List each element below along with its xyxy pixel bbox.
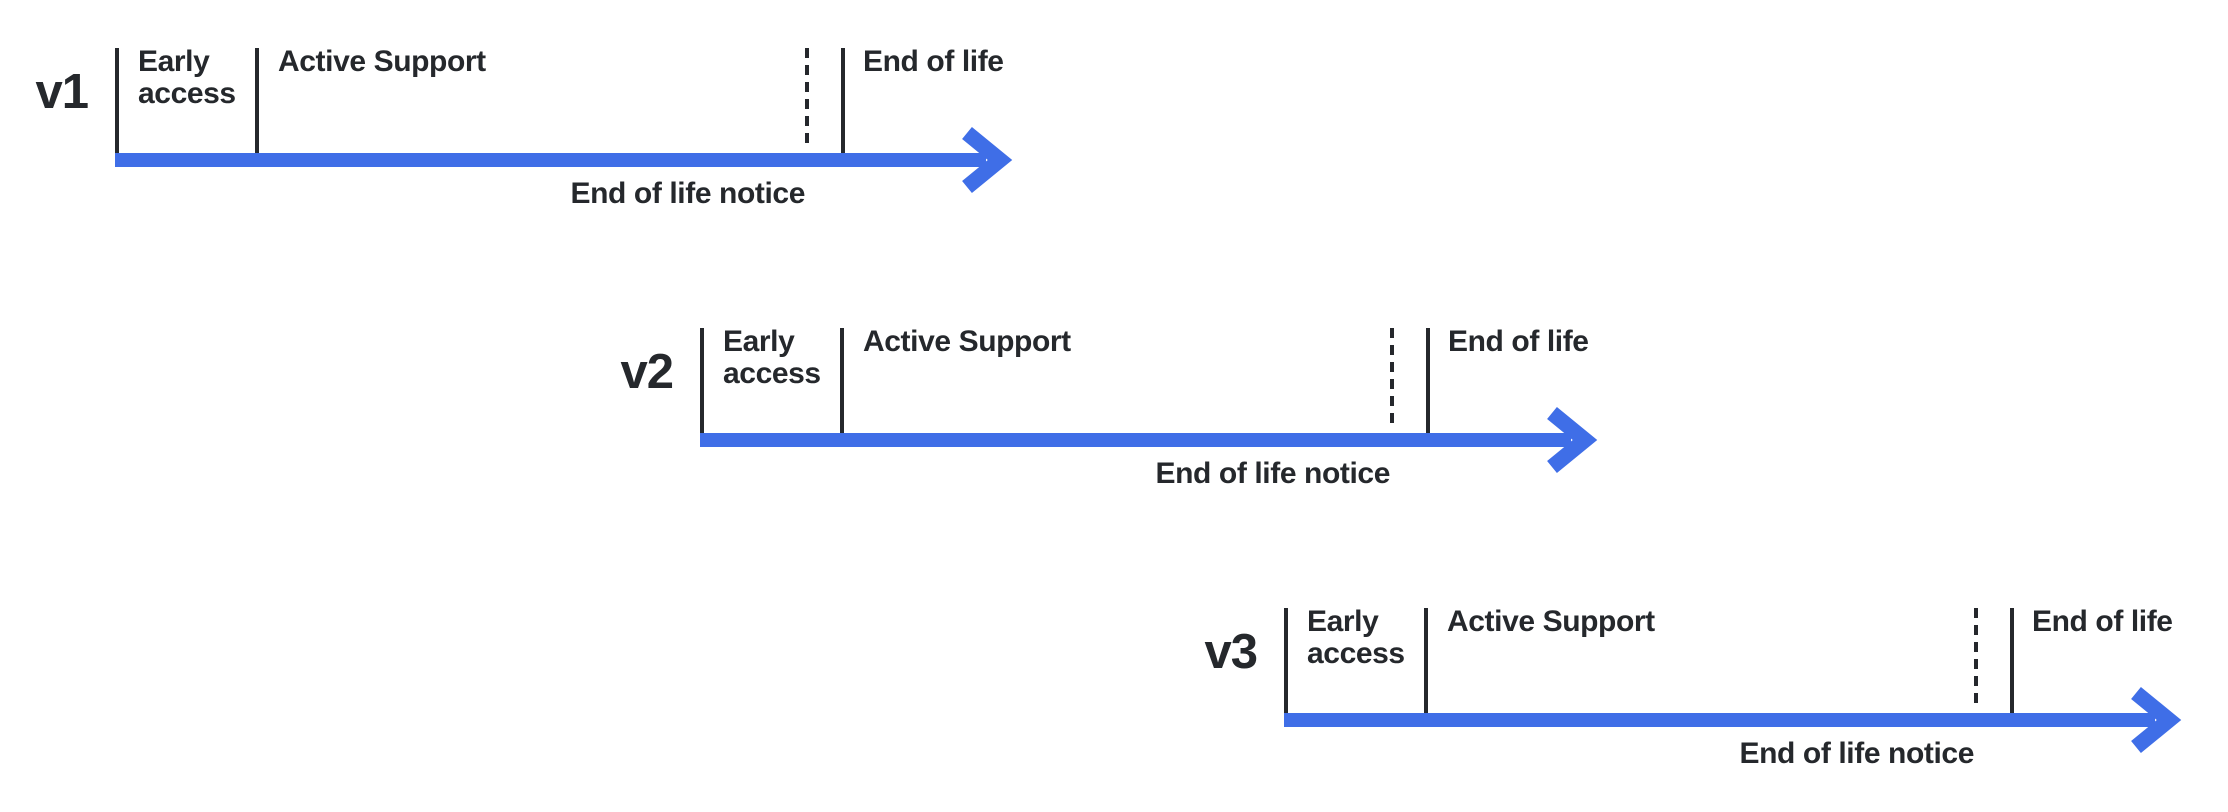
timeline-row-v1: v1 Early access Active Support End of li…	[0, 40, 1040, 252]
end-of-life-label: End of life	[863, 45, 1004, 78]
end-of-life-notice-label: End of life notice	[1739, 737, 1975, 770]
early-access-line2: access	[723, 357, 821, 390]
timeline-row-v3: v3 Early access Active Support End of li…	[1169, 600, 2209, 812]
timeline-arrow-head	[2131, 687, 2182, 753]
timeline-graphic-v3	[1284, 608, 2182, 753]
early-access-label: Early access	[1307, 606, 1405, 670]
version-label-v2: v2	[620, 345, 674, 399]
early-access-line1: Early	[1307, 605, 1379, 638]
early-access-line2: access	[1307, 637, 1405, 670]
end-of-life-label: End of life	[2032, 605, 2173, 638]
active-support-label: Active Support	[863, 325, 1071, 358]
timeline-row-v2: v2 Early access Active Support End of li…	[585, 320, 1625, 532]
active-support-label: Active Support	[278, 45, 486, 78]
timeline-arrow-head	[962, 127, 1013, 193]
end-of-life-label: End of life	[1448, 325, 1589, 358]
end-of-life-notice-label: End of life notice	[1155, 457, 1391, 490]
version-label-v3: v3	[1204, 625, 1258, 679]
active-support-label: Active Support	[1447, 605, 1655, 638]
timeline-arrow-shaft	[115, 153, 986, 167]
version-label-v1: v1	[35, 65, 89, 119]
early-access-label: Early access	[723, 326, 821, 390]
early-access-line1: Early	[723, 325, 795, 358]
end-of-life-notice-label: End of life notice	[570, 177, 806, 210]
early-access-label: Early access	[138, 46, 236, 110]
early-access-line1: Early	[138, 45, 210, 78]
timeline-arrow-shaft	[700, 433, 1571, 447]
timeline-arrow-head	[1547, 407, 1598, 473]
timeline-graphic-v2	[700, 328, 1598, 473]
timeline-graphic-v1	[115, 48, 1013, 193]
early-access-line2: access	[138, 77, 236, 110]
timeline-arrow-shaft	[1284, 713, 2155, 727]
